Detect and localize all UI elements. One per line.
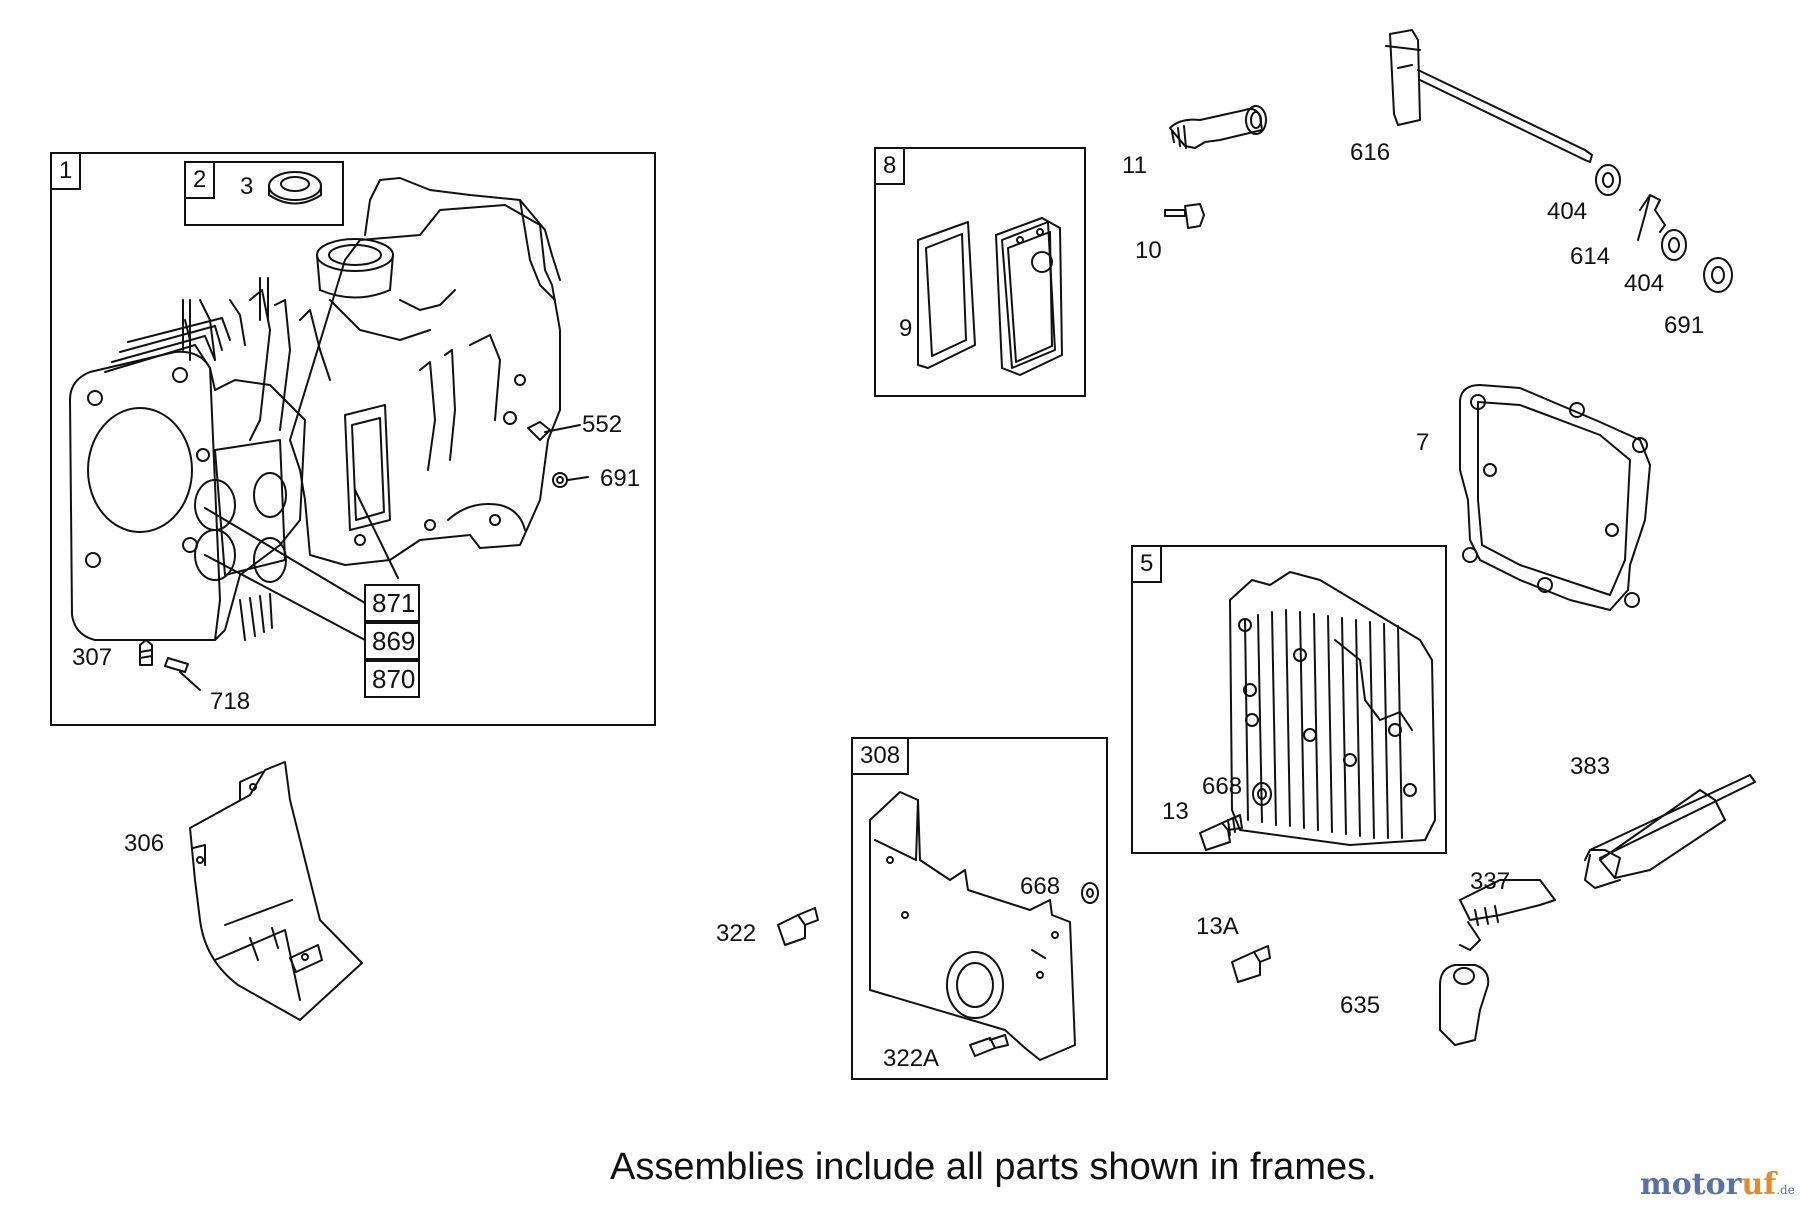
label-306: 306 [124,830,165,857]
watermark-main: motor [1640,1167,1742,1202]
label-668: 668 [1202,773,1243,800]
label-552: 552 [582,411,623,438]
watermark-logo: motoruf.de [1640,1170,1795,1200]
cylinder-head-drawing [1229,571,1436,846]
bolt-13a-drawing [1231,945,1271,983]
assembly-number: 2 [186,163,216,199]
seal-drawing [268,171,322,205]
label-614: 614 [1570,243,1611,270]
label-337: 337 [1470,868,1511,895]
breather-drawing [917,217,1063,376]
label-13: 13 [1162,798,1189,825]
label-616: 616 [1350,139,1391,166]
label-3: 3 [240,173,254,200]
assembly-number: 5 [1133,547,1163,583]
label-11: 11 [1122,152,1147,179]
footer-note: Assemblies include all parts shown in fr… [610,1146,1377,1188]
label-691: 691 [600,465,641,492]
label-322A: 322A [883,1045,940,1072]
callout-869: 869 [364,622,420,660]
head-gasket-drawing [1459,384,1651,611]
label-691: 691 [1664,312,1705,339]
bolt-322-drawing [777,907,819,946]
label-7: 7 [1416,429,1430,456]
label-10: 10 [1135,237,1162,264]
label-13A: 13A [1196,913,1239,940]
callout-870: 870 [364,660,420,698]
assembly-frame-1: 1 [50,152,656,726]
label-404: 404 [1624,270,1665,297]
assembly-frame-5: 5 [1131,545,1447,854]
label-668: 668 [1020,873,1061,900]
head-bolt-drawing [1199,782,1272,851]
label-404: 404 [1547,198,1588,225]
shield-drawing [189,761,363,1021]
assembly-frame-2: 2 [184,161,344,226]
assembly-frame-8: 8 [874,147,1086,397]
assembly-number: 8 [876,149,906,185]
engine-block-drawing [69,177,589,641]
label-383: 383 [1570,753,1611,780]
watermark-suffix: .de [1776,1183,1795,1197]
rod-drawing [1385,29,1593,163]
label-635: 635 [1340,992,1381,1019]
washers-drawing [1595,164,1733,293]
callout-871: 871 [364,584,420,622]
assembly-frame-308: 308 [851,737,1108,1080]
label-718: 718 [210,688,251,715]
ignition-parts-drawing [1439,774,1756,1046]
tube-drawing [1164,105,1267,229]
watermark-accent: uf [1741,1167,1777,1202]
label-307: 307 [72,644,113,671]
assembly-number: 1 [52,154,82,190]
label-322: 322 [716,920,757,947]
screw-pin-drawing [139,639,201,691]
plate-drawing [869,791,1099,1061]
label-9: 9 [899,315,913,342]
assembly-number: 308 [853,739,910,775]
